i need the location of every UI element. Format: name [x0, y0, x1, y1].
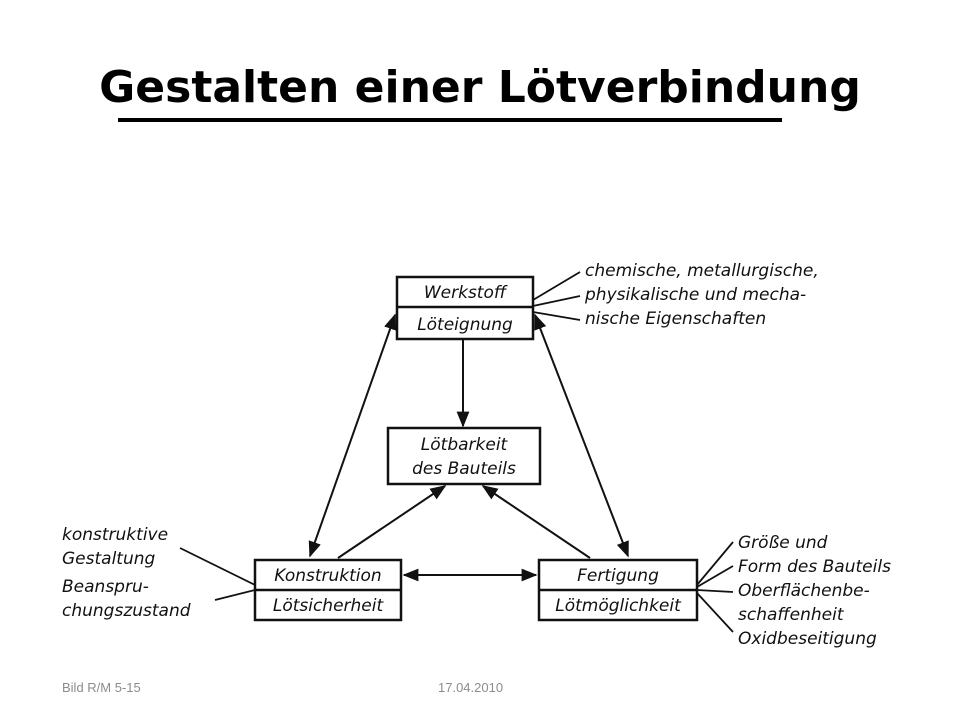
fertigung-box: Fertigung Lötmöglichkeit [537, 558, 699, 622]
arrow-fertigung-to-center [481, 485, 591, 559]
werkstoff-label: Werkstoff [424, 283, 508, 303]
slide-date: 17.04.2010 [438, 680, 504, 695]
loetbarkeit-label-line2: des Bauteils [412, 459, 516, 479]
fertigung-note-3: Oberflächenbe- [738, 581, 870, 601]
konstruktion-label: Konstruktion [274, 566, 381, 586]
werkstoff-note-3: nische Eigenschaften [585, 309, 766, 329]
werkstoff-note-2: physikalische und mecha- [584, 285, 806, 305]
konstruktion-note-2: Gestaltung [62, 549, 156, 569]
loeteignung-label: Löteignung [417, 315, 513, 335]
konstruktion-note-connectors [179, 547, 256, 601]
fertigung-note-2: Form des Bauteils [738, 557, 891, 577]
werkstoff-note-1: chemische, metallurgische, [585, 261, 819, 281]
title-underline [118, 118, 782, 122]
figure-reference: Bild R/M 5-15 [62, 680, 141, 695]
fertigung-note-1: Größe und [738, 533, 828, 553]
slide-title: Gestalten einer Lötverbindung [99, 62, 861, 113]
fertigung-note-4: schaffenheit [738, 605, 845, 625]
loetmoeglichkeit-label: Lötmöglichkeit [555, 596, 682, 616]
loetsicherheit-label: Lötsicherheit [273, 596, 385, 616]
werkstoff-note-connectors [532, 271, 581, 321]
arrow-werkstoff-fertigung [534, 313, 629, 558]
konstruktion-note-3: Beanspru- [62, 577, 149, 597]
fertigung-note-connectors [696, 541, 734, 633]
konstruktion-note-4: chungszustand [62, 601, 191, 621]
fertigung-note-5: Oxidbeseitigung [738, 629, 877, 649]
fertigung-label: Fertigung [577, 566, 659, 586]
arrow-konstruktion-to-center [337, 485, 447, 559]
loetbarkeit-box: Lötbarkeit des Bauteils [386, 426, 542, 486]
konstruktion-box: Konstruktion Lötsicherheit [253, 558, 403, 622]
werkstoff-box: Werkstoff Löteignung [395, 275, 535, 341]
loetbarkeit-label-line1: Lötbarkeit [421, 435, 509, 455]
arrow-werkstoff-konstruktion [308, 313, 397, 558]
konstruktion-note-1: konstruktive [62, 525, 168, 545]
